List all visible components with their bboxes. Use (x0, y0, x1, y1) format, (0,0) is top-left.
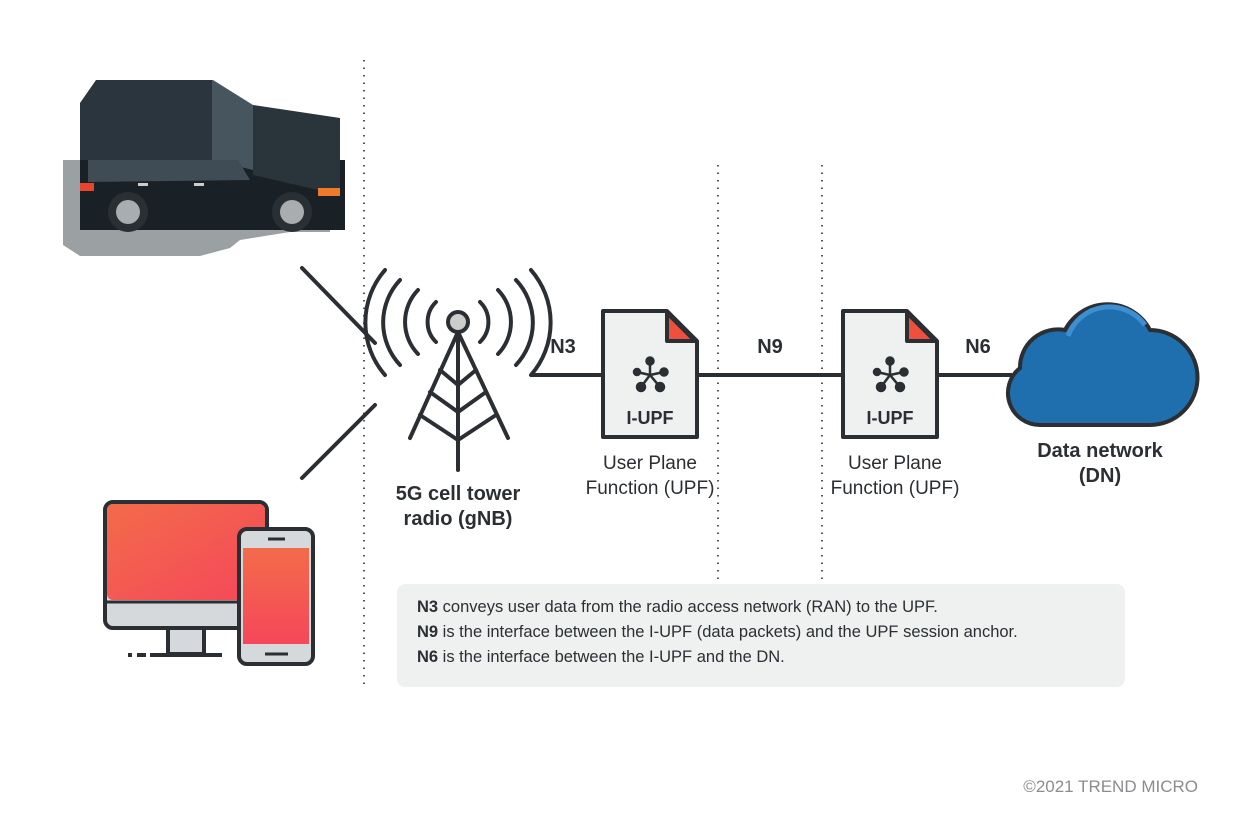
legend-note-box (397, 584, 1125, 687)
device-links (300, 266, 377, 480)
dn-label-line1: Data network (1037, 440, 1163, 462)
n3-label: N3 (550, 336, 576, 358)
desktop-monitor-icon (103, 500, 269, 657)
upf-document-icon (601, 309, 699, 439)
copyright: ©2021 TREND MICRO (1023, 777, 1198, 796)
cloud-icon (1005, 302, 1200, 427)
cell-tower-icon (363, 268, 553, 472)
upf2-badge: I-UPF (867, 408, 914, 428)
smartphone-icon (237, 527, 315, 666)
network-node-icon (632, 356, 669, 393)
upf1-badge: I-UPF (627, 408, 674, 428)
dividers (363, 60, 823, 690)
n6-label: N6 (965, 336, 991, 358)
dn-label-line2: (DN) (1079, 465, 1121, 487)
tower-label-line1: 5G cell tower (396, 483, 521, 505)
tower-label-line2: radio (gNB) (404, 508, 513, 530)
upf1-label-line1: User Plane (603, 453, 697, 474)
upf2-label-line1: User Plane (848, 453, 942, 474)
note-n3: N3 conveys user data from the radio acce… (417, 598, 938, 616)
n9-label: N9 (757, 336, 783, 358)
network-node-icon (872, 356, 909, 393)
upf-document-icon (841, 309, 939, 439)
cloud-highlight (1065, 304, 1148, 337)
note-n9: N9 is the interface between the I-UPF (d… (417, 623, 1018, 641)
upf2-label-line2: Function (UPF) (831, 478, 960, 499)
truck-icon (63, 80, 345, 256)
note-n6: N6 is the interface between the I-UPF an… (417, 648, 785, 666)
upf1-label-line2: Function (UPF) (586, 478, 715, 499)
